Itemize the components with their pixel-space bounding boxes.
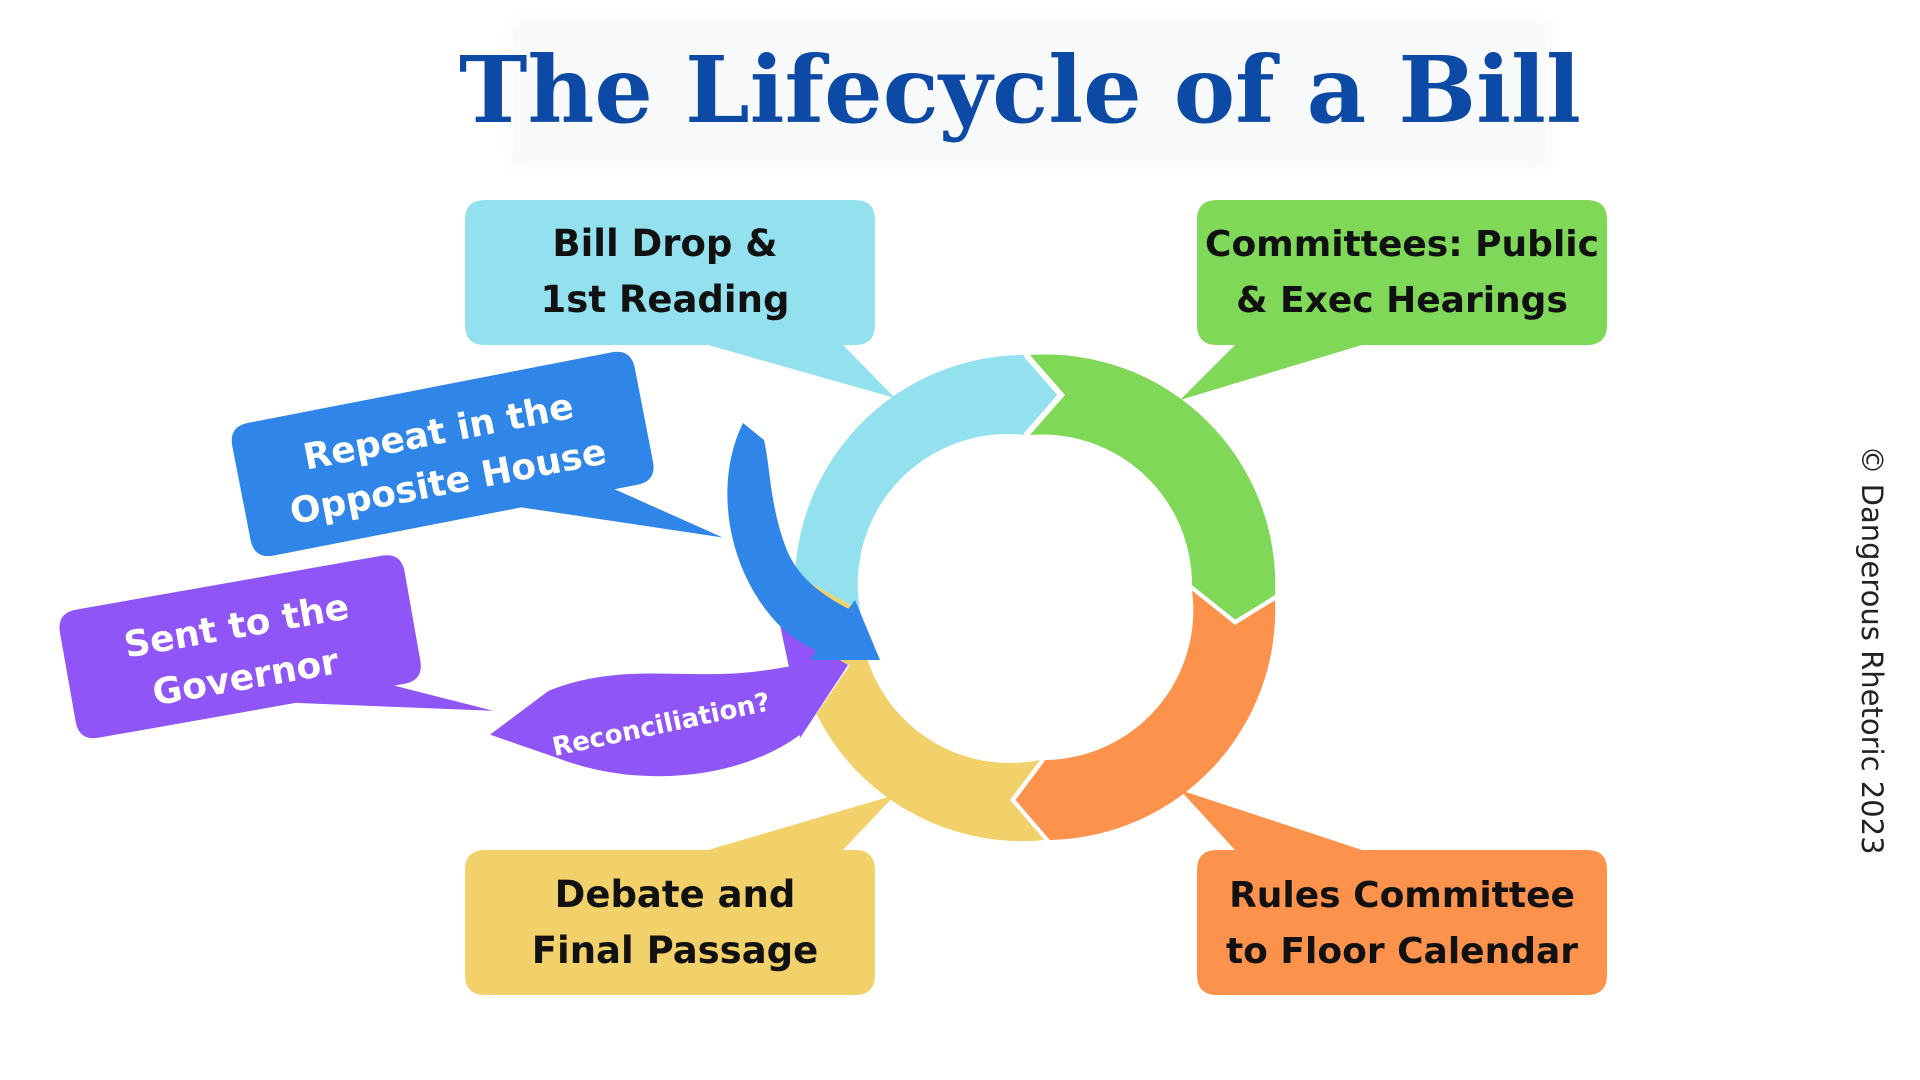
page-title: The Lifecycle of a Bill: [459, 36, 1581, 144]
stage-bill-drop-line1: Bill Drop &: [552, 222, 777, 265]
stage-repeat: Repeat in the Opposite House: [231, 351, 723, 557]
reconciliation-arrow: Reconciliation?: [485, 625, 850, 779]
stage-committees-line2: & Exec Hearings: [1236, 280, 1568, 321]
stage-bill-drop: Bill Drop & 1st Reading: [465, 200, 895, 398]
ring-segment-committees: [1030, 354, 1276, 620]
stage-governor: Sent to the Governor: [59, 555, 494, 739]
stage-rules-line2: to Floor Calendar: [1226, 931, 1578, 972]
stage-rules: Rules Committee to Floor Calendar: [1180, 790, 1607, 995]
stage-committees-line1: Committees: Public: [1205, 224, 1599, 265]
stage-rules-line1: Rules Committee: [1229, 875, 1575, 916]
stage-committees: Committees: Public & Exec Hearings: [1180, 200, 1607, 400]
cycle-ring: [792, 353, 1277, 842]
stage-bill-drop-line2: 1st Reading: [541, 278, 790, 321]
stage-debate-line2: Final Passage: [532, 929, 819, 972]
opposite-house-arrow: [727, 423, 880, 660]
copyright-text: © Dangerous Rhetoric 2023: [1855, 445, 1889, 854]
ring-segment-bill-drop: [795, 354, 1060, 610]
ring-segment-rules: [1015, 590, 1276, 840]
page-title-group: The Lifecycle of a Bill: [459, 20, 1581, 170]
stage-debate: Debate and Final Passage: [465, 795, 895, 995]
stage-debate-line1: Debate and: [555, 873, 796, 916]
